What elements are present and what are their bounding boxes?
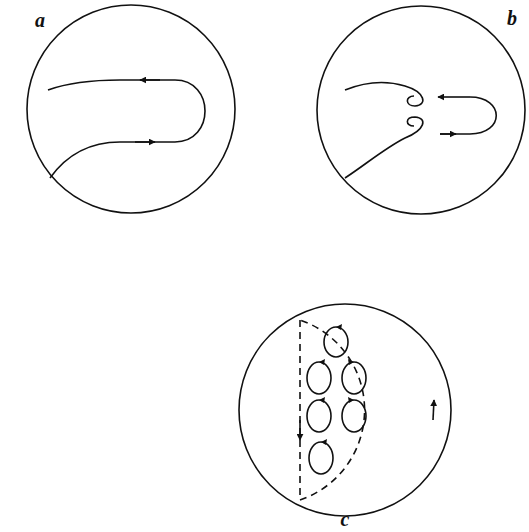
panel-letter: b [507, 8, 517, 28]
panel-letter: c [341, 509, 350, 529]
panel-letter: a [35, 10, 45, 30]
